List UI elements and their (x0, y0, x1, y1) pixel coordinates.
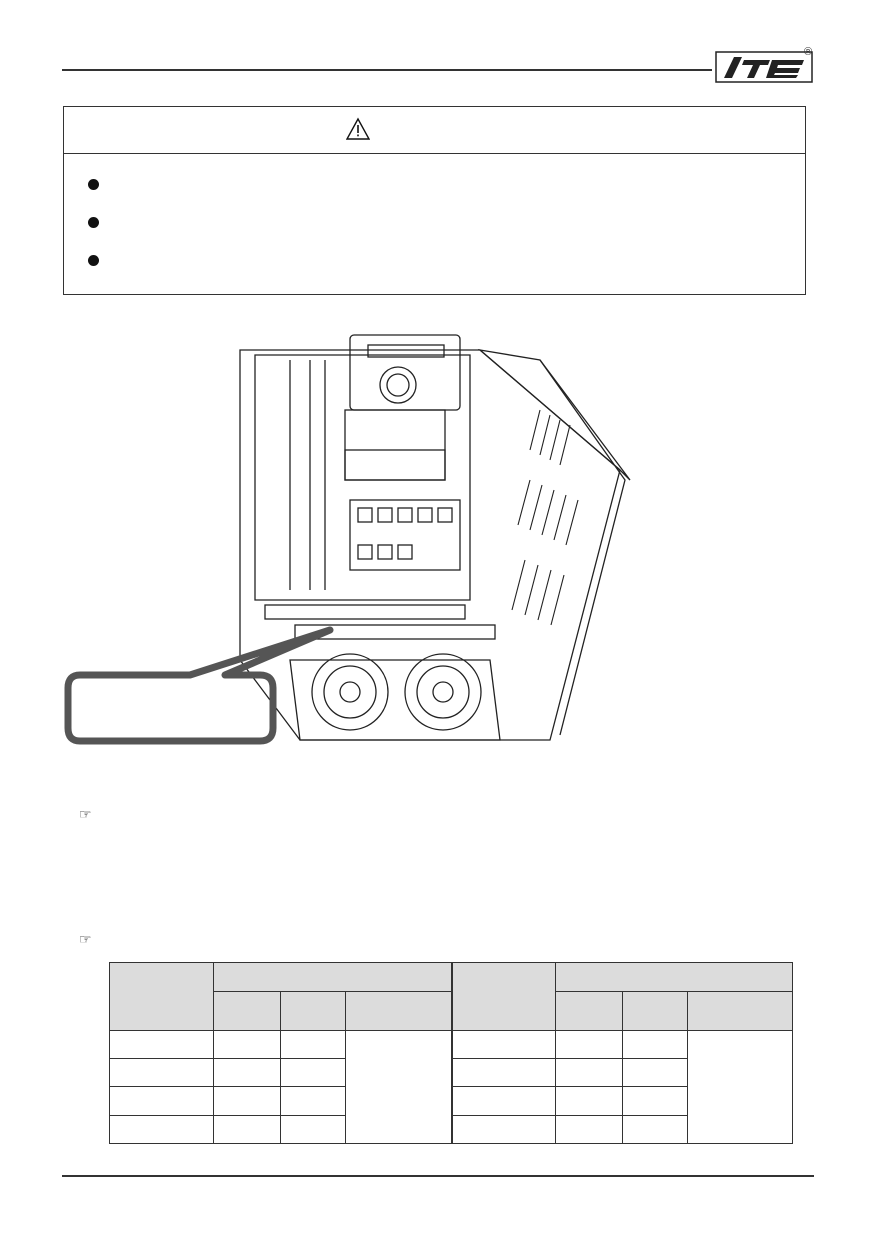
table-cell (109, 1058, 214, 1088)
table-header-cell (554, 961, 794, 993)
list-item (88, 253, 99, 267)
table-header-cell (345, 991, 452, 1031)
table-cell (109, 1114, 214, 1145)
table-header-cell (686, 991, 794, 1031)
table-cell (622, 1029, 688, 1060)
table-cell (555, 1114, 623, 1145)
list-item (88, 215, 99, 229)
table-cell (622, 1114, 688, 1145)
table-row (109, 1058, 793, 1088)
table-cell (109, 1086, 214, 1116)
table-cell (280, 1114, 346, 1145)
table-cell (555, 1058, 623, 1088)
warning-triangle-icon (346, 117, 370, 140)
company-logo-icon (715, 51, 813, 83)
table-header-cell (555, 991, 623, 1031)
callout-bubble (64, 626, 334, 745)
table-header-cell (450, 962, 556, 1031)
spec-table (109, 961, 794, 1145)
table-cell (213, 1114, 281, 1145)
table-cell (280, 1058, 346, 1088)
table-cell (622, 1058, 688, 1088)
table-cell (450, 1114, 556, 1145)
table-cell (213, 1086, 281, 1116)
bullet-icon (88, 255, 99, 266)
bullet-icon (88, 217, 99, 228)
table-header-cell (280, 991, 346, 1031)
table-cell (555, 1029, 623, 1060)
list-item (88, 177, 99, 191)
table-header-cell (622, 991, 688, 1031)
table-cell (345, 1029, 452, 1145)
registered-mark: ® (804, 46, 813, 58)
caution-box (63, 106, 806, 295)
caution-header (64, 107, 805, 154)
table-header-cell (213, 991, 281, 1031)
table-cell (213, 1058, 281, 1088)
table-cell (555, 1086, 623, 1116)
footer-rule (62, 1175, 814, 1177)
inverter-drive-illustration (64, 334, 631, 745)
pointing-hand-icon: ☞ (79, 806, 92, 822)
table-row (109, 1029, 794, 1145)
table-header-cell (109, 962, 214, 1031)
table-cell (450, 1058, 556, 1088)
table-header-row (109, 961, 794, 1031)
table-cell (450, 1029, 556, 1060)
table-cell (450, 1086, 556, 1116)
bullet-icon (88, 179, 99, 190)
table-cell (109, 1029, 214, 1060)
table-cell (213, 1029, 281, 1060)
header-rule (62, 69, 712, 71)
table-row (109, 1086, 793, 1116)
table-cell (686, 1029, 794, 1145)
table-header-row (110, 991, 794, 1031)
table-cell (622, 1086, 688, 1116)
table-cell (280, 1029, 346, 1060)
pointing-hand-icon: ☞ (79, 931, 92, 947)
table-cell (280, 1086, 346, 1116)
table-row (109, 1114, 793, 1145)
table-header-cell (213, 961, 452, 993)
